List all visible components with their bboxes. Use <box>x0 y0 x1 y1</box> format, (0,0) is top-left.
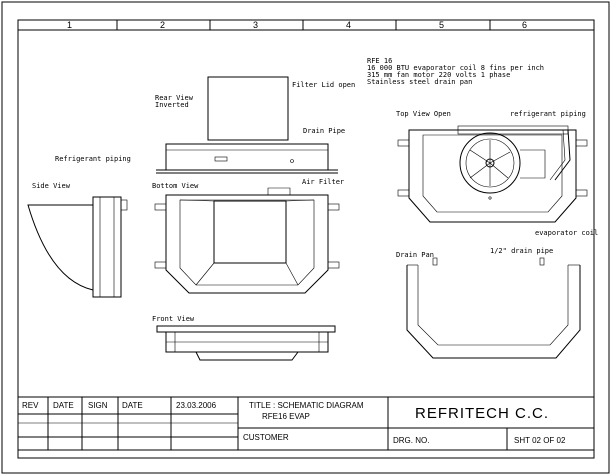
label-inverted: Inverted <box>155 101 189 109</box>
drawing-date: 23.03.2006 <box>176 401 217 410</box>
drain-pan-view: Drain Pan 1/2" drain pipe <box>396 247 581 359</box>
note-line: Stainless steel drain pan <box>367 78 472 86</box>
label-refrigerant-piping: Refrigerant piping <box>55 155 131 163</box>
side-view: Side View <box>27 182 128 298</box>
label-drain-pipe: Drain Pipe <box>303 127 345 135</box>
label-side-view: Side View <box>32 182 71 190</box>
column-label: 4 <box>346 20 351 30</box>
sheet-number: SHT 02 OF 02 <box>514 436 566 445</box>
spec-notes: RFE 16 16 000 BTU evaporator coil 8 fins… <box>367 57 544 86</box>
drawing-number-label: DRG. NO. <box>393 436 429 445</box>
column-label: 5 <box>439 20 444 30</box>
label-top-view: Top View Open <box>396 110 451 118</box>
title-block: REV DATE SIGN DATE 23.03.2006 TITLE : SC… <box>17 396 595 451</box>
date-header: DATE <box>53 401 74 410</box>
rear-view: Rear View Inverted Filter Lid open Drain… <box>155 76 355 174</box>
column-label: 1 <box>67 20 72 30</box>
column-label: 3 <box>253 20 258 30</box>
note-line: 16 000 BTU evaporator coil 8 fins per in… <box>367 64 544 72</box>
note-line: RFE 16 <box>367 57 392 65</box>
label-bottom-view: Bottom View <box>152 182 199 190</box>
rev-header: REV <box>22 401 39 410</box>
drawing-title: TITLE : SCHEMATIC DIAGRAM <box>249 401 364 410</box>
bottom-view: Bottom View Air Filter <box>152 178 344 294</box>
column-label: 6 <box>522 20 527 30</box>
column-ruler: 1 2 3 4 5 6 <box>67 20 527 30</box>
label-filter-lid: Filter Lid open <box>292 81 355 89</box>
front-view: Front View <box>152 315 336 361</box>
label-drain-pipe-size: 1/2" drain pipe <box>490 247 553 255</box>
company-name: REFRITECH C.C. <box>415 405 549 422</box>
label-refrigerant-piping-right: refrigerant piping <box>510 110 586 118</box>
column-label: 2 <box>160 20 165 30</box>
drawing-frame <box>17 19 595 459</box>
customer-label: CUSTOMER <box>243 433 289 442</box>
drawing-subtitle: RFE16 EVAP <box>262 412 310 421</box>
label-drain-pan: Drain Pan <box>396 251 434 259</box>
label-evaporator-coil: evaporator coil <box>535 229 598 237</box>
note-line: 315 mm fan motor 220 volts 1 phase <box>367 71 510 79</box>
top-view: Top View Open refrigerant piping evapora… <box>396 110 598 237</box>
label-front-view: Front View <box>152 315 195 323</box>
date-header: DATE <box>122 401 143 410</box>
sign-header: SIGN <box>88 401 108 410</box>
label-rear-view: Rear View <box>155 94 194 102</box>
label-air-filter: Air Filter <box>302 178 344 186</box>
